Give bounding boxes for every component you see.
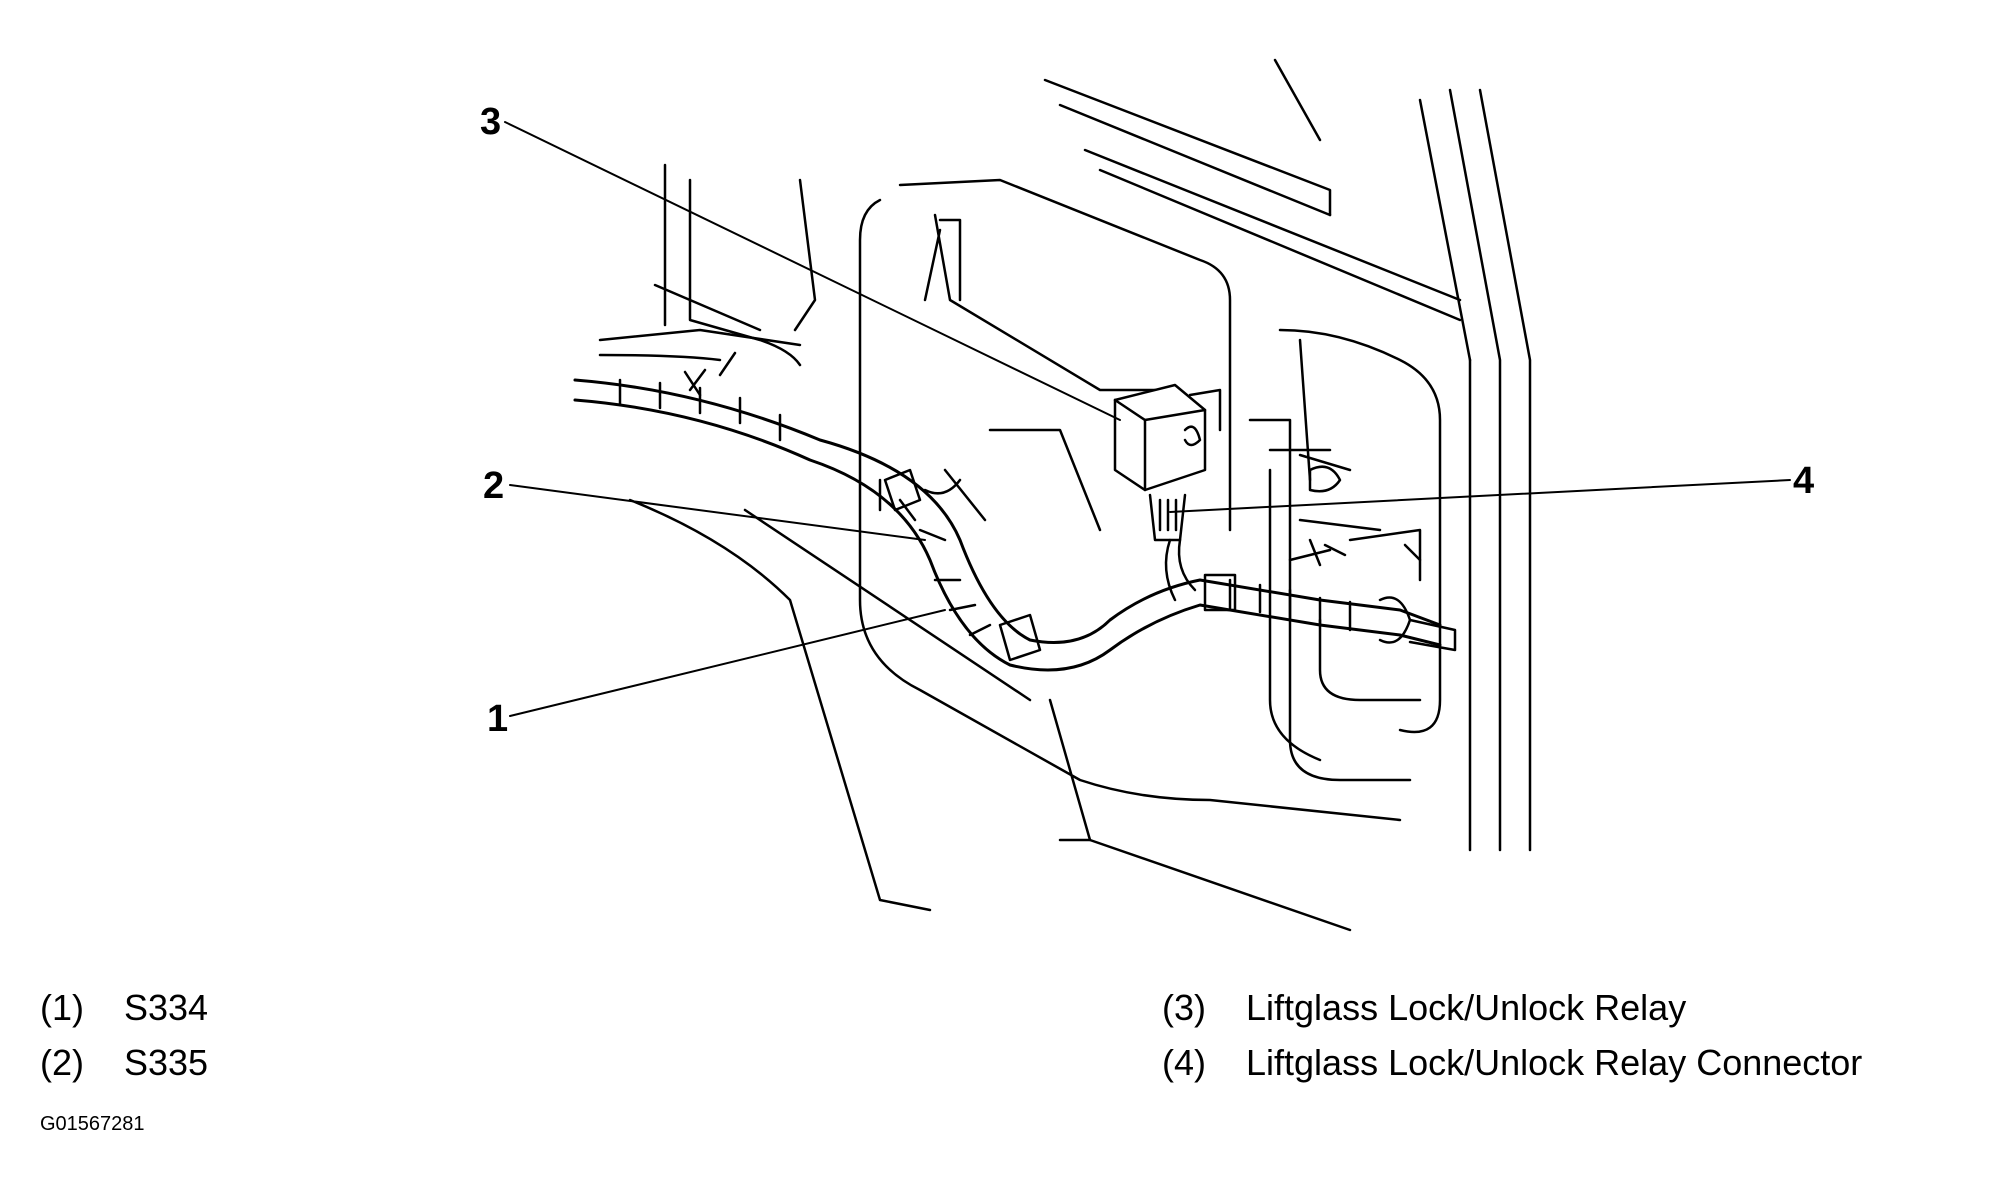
legend-label: S335 [124, 1042, 209, 1083]
leader-line-1 [509, 609, 946, 717]
door-frame [1043, 58, 1532, 852]
legend-number: (2) [40, 1042, 84, 1083]
legend-number: (3) [1162, 987, 1206, 1028]
callout-2: 2 [483, 465, 505, 507]
legend-number: (1) [40, 987, 84, 1028]
callout-1: 1 [487, 698, 509, 740]
body-contour [598, 163, 1352, 932]
leader-line-4 [1169, 479, 1791, 513]
door-panel [858, 178, 1442, 822]
figure-id: G01567281 [40, 1113, 145, 1135]
wire-harness [573, 351, 1457, 672]
legend-item-2: (2) S335 [40, 1045, 208, 1081]
legend-number: (4) [1162, 1042, 1206, 1083]
callout-4: 4 [1793, 460, 1815, 502]
relay-module [1113, 383, 1222, 542]
callout-3: 3 [480, 101, 502, 143]
legend-label: Liftglass Lock/Unlock Relay Connector [1246, 1042, 1863, 1083]
legend-label: Liftglass Lock/Unlock Relay [1246, 987, 1687, 1028]
legend-item-3: (3) Liftglass Lock/Unlock Relay [1162, 990, 1686, 1026]
legend-item-4: (4) Liftglass Lock/Unlock Relay Connector [1162, 1045, 1862, 1081]
legend-item-1: (1) S334 [40, 990, 208, 1026]
legend-label: S334 [124, 987, 209, 1028]
leader-line-2 [509, 484, 926, 541]
leader-lines [504, 121, 1791, 717]
leader-line-3 [504, 121, 1121, 421]
